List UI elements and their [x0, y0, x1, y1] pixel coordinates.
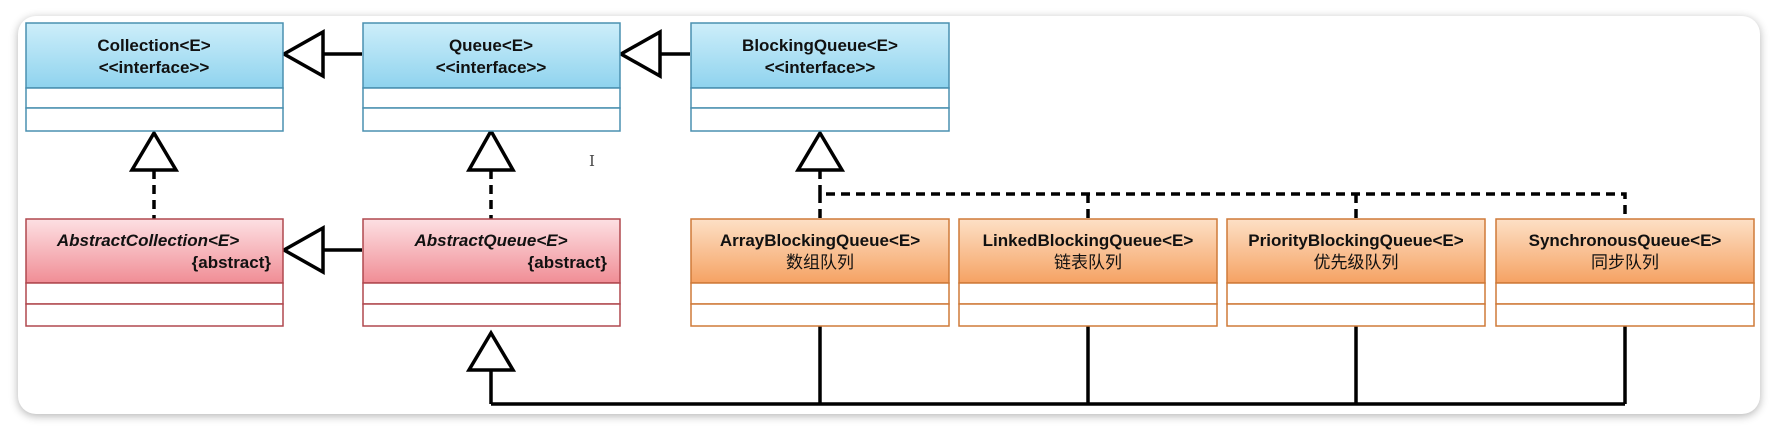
- class-box-abstractcollection: AbstractCollection<E> {abstract}: [25, 218, 284, 327]
- generalization-arrowhead-queue: [617, 29, 662, 79]
- class-stereotype: <<interface>>: [765, 58, 876, 77]
- realization-arrowhead-blockingqueue: [794, 129, 846, 172]
- class-box-abstractqueue: AbstractQueue<E> {abstract}: [362, 218, 621, 327]
- class-box-arrayblockingqueue: ArrayBlockingQueue<E> 数组队列: [690, 218, 950, 327]
- arrowheads: [128, 29, 846, 372]
- class-box-collection: Collection<E> <<interface>>: [25, 22, 284, 132]
- class-name: LinkedBlockingQueue<E>: [983, 231, 1194, 250]
- class-modifier: {abstract}: [192, 253, 272, 272]
- class-box-blockingqueue: BlockingQueue<E> <<interface>>: [690, 22, 950, 132]
- class-name: ArrayBlockingQueue<E>: [720, 231, 920, 250]
- class-name: BlockingQueue<E>: [742, 36, 898, 55]
- implementations-realize-blockingqueue-lines: [818, 170, 1627, 219]
- class-stereotype: <<interface>>: [99, 58, 210, 77]
- class-box-linkedblockingqueue: LinkedBlockingQueue<E> 链表队列: [958, 218, 1218, 327]
- class-name: AbstractCollection<E>: [56, 231, 239, 250]
- implementations-extend-abstractqueue-lines: [489, 326, 1627, 406]
- generalization-arrowhead-collection: [280, 29, 325, 79]
- class-name: AbstractQueue<E>: [413, 231, 567, 250]
- class-box-priorityblockingqueue: PriorityBlockingQueue<E> 优先级队列: [1226, 218, 1486, 327]
- generalization-arrowhead-abstractqueue: [465, 329, 517, 372]
- class-subtitle: 链表队列: [1054, 253, 1122, 273]
- text-cursor-icon: I: [589, 152, 595, 170]
- realization-arrowhead-queue: [466, 127, 516, 172]
- generalization-arrowhead-abstractcollection: [280, 225, 325, 275]
- connectors: [152, 52, 1627, 406]
- class-name: Queue<E>: [449, 36, 533, 55]
- class-name: Collection<E>: [97, 36, 210, 55]
- class-subtitle: 优先级队列: [1314, 253, 1399, 273]
- class-name: SynchronousQueue<E>: [1529, 231, 1722, 250]
- class-name: PriorityBlockingQueue<E>: [1248, 231, 1463, 250]
- class-box-synchronousqueue: SynchronousQueue<E> 同步队列: [1495, 218, 1755, 327]
- class-subtitle: 同步队列: [1591, 253, 1659, 273]
- class-stereotype: <<interface>>: [436, 58, 547, 77]
- class-modifier: {abstract}: [528, 253, 608, 272]
- class-box-queue: Queue<E> <<interface>>: [362, 22, 621, 132]
- class-subtitle: 数组队列: [786, 253, 854, 273]
- realization-arrowhead-collection: [128, 129, 180, 172]
